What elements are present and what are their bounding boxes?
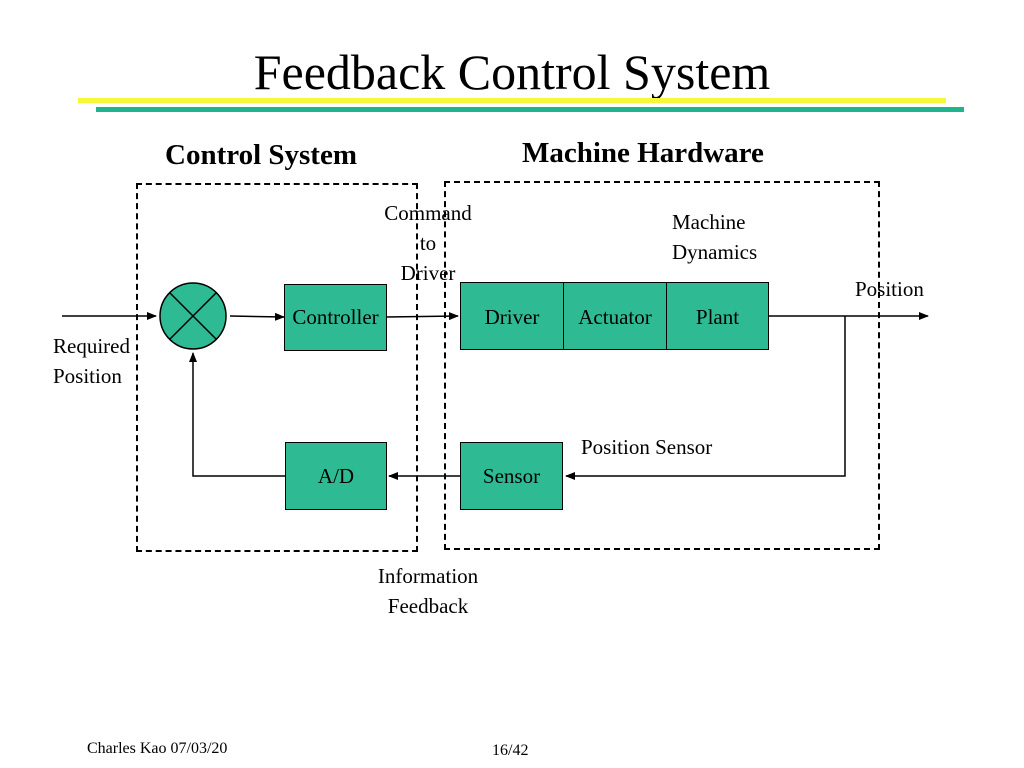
required-position-label: Required Position: [53, 334, 130, 388]
command-to-driver-label: Command to Driver: [384, 201, 472, 285]
plant-block: Plant: [666, 282, 769, 350]
actuator-block: Actuator: [563, 282, 667, 350]
slide-title: Feedback Control System: [253, 44, 771, 100]
driver-block: Driver: [460, 282, 564, 350]
summing-junction-icon: [159, 282, 227, 350]
information-feedback-label: Information Feedback: [377, 564, 479, 618]
control-system-heading: Control System: [165, 139, 357, 171]
return-wire: [189, 352, 286, 477]
ad-block: A/D: [285, 442, 387, 510]
sensor-tap-wire: [565, 316, 846, 480]
sensor-block: Sensor: [460, 442, 563, 510]
error-wire: [229, 312, 285, 321]
author-date: Charles Kao 07/03/20: [87, 740, 228, 757]
title-rule-yellow: [78, 98, 946, 103]
position-output-label: Position: [855, 277, 924, 301]
title-rule-teal: [96, 107, 964, 112]
machine-dynamics-label: Machine Dynamics: [672, 210, 758, 264]
machine-hardware-group: [444, 181, 880, 550]
page-number: 16/42: [492, 742, 529, 759]
command-wire: [385, 312, 459, 321]
machine-hardware-heading: Machine Hardware: [522, 137, 764, 169]
position-sensor-label: Position Sensor: [581, 435, 713, 459]
control-system-group: [136, 183, 418, 552]
controller-block: Controller: [284, 284, 387, 351]
